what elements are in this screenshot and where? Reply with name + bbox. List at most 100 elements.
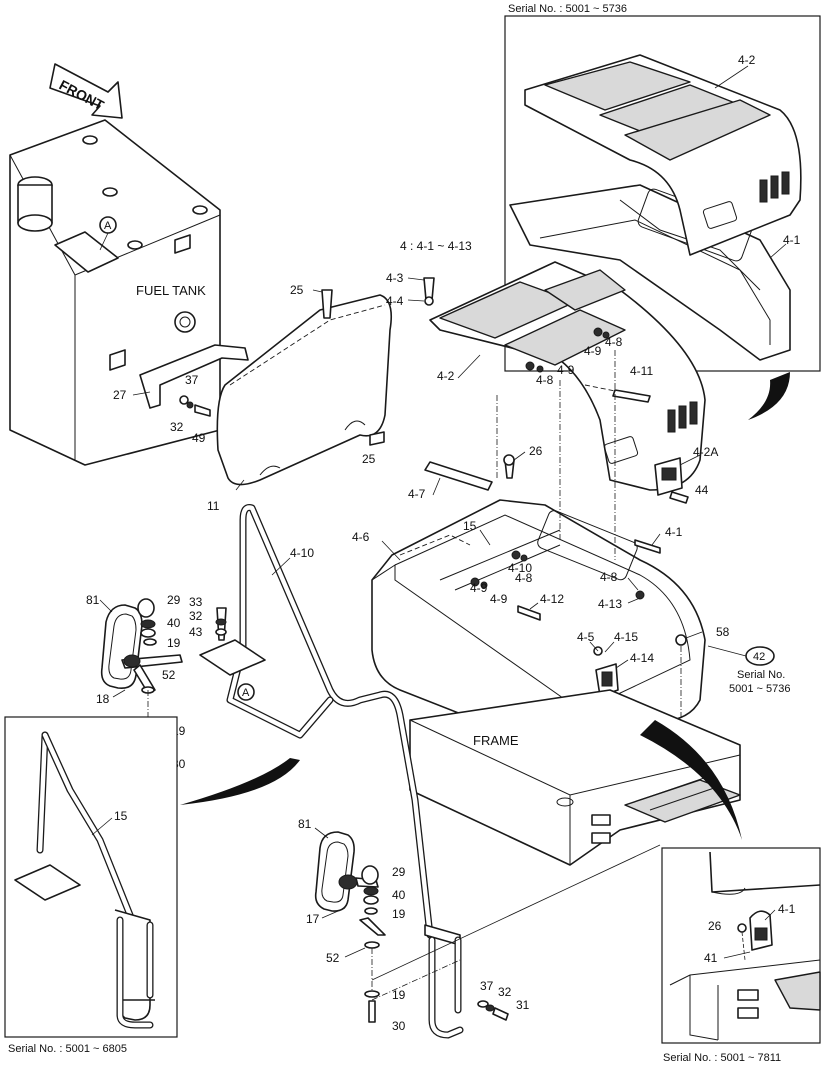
frame: FRAME — [409, 689, 741, 866]
label-33: 33 — [189, 595, 203, 609]
label-4-9a: 4-9 — [584, 344, 602, 358]
label-58: 58 — [716, 625, 730, 639]
serial-bottom-right: Serial No. : 5001 ~ 7811 — [663, 1052, 781, 1064]
main-cover-4-2: 4 : 4-1 ~ 4-13 4-3 4-4 4-9 4-8 4-2 4-9 4… — [386, 239, 706, 491]
label-4-8c: 4-10 — [508, 561, 532, 575]
label-31: 31 — [516, 998, 530, 1012]
label-32c: 32 — [498, 985, 512, 999]
ref-serial-line2: 5001 ~ 5736 — [729, 683, 790, 695]
label-19d: 19 — [392, 988, 406, 1002]
label-52b: 52 — [326, 951, 340, 965]
label-19a: 19 — [167, 636, 181, 650]
svg-text:A: A — [242, 687, 250, 699]
label-4-4: 4-4 — [386, 294, 404, 308]
cover-plate-2 — [504, 309, 626, 366]
label-4-12: 4-13 — [598, 597, 622, 611]
handrail-15-lower-end: 37 32 31 — [371, 844, 661, 1039]
washer-19d — [364, 990, 380, 998]
inset-plate-3 — [624, 99, 771, 161]
label-4-8d: 4-9 — [490, 592, 508, 606]
gas-spring-4-7 — [424, 461, 493, 491]
front-arrow-shape — [49, 63, 123, 119]
serial-bottom-left: Serial No. : 5001 ~ 6805 — [8, 1043, 127, 1055]
strap-4-11 — [612, 389, 651, 403]
inset-bottom-right: 26 4-1 41 — [661, 847, 821, 1044]
ref-circle-a-bottom — [237, 683, 255, 701]
label-32b: 32 — [189, 609, 203, 623]
label-29b: 29 — [392, 865, 406, 879]
label-4-7: 4-7 — [408, 487, 426, 501]
bolt-44 — [669, 491, 689, 504]
inset-bottom-left: 15 Serial No. : 5001 ~ 6805 — [4, 716, 178, 1055]
label-81a: 81 — [86, 593, 100, 607]
cover-plate-3 — [544, 269, 626, 311]
label-26b: 26 — [708, 919, 722, 933]
arrow-swoosh-inset — [748, 372, 790, 420]
label-4-9c: 4-8 — [515, 571, 533, 585]
fuel-tank-plate — [54, 231, 119, 273]
bolt-25-bottom — [369, 431, 385, 446]
label-4-13: 4-8 — [600, 570, 618, 584]
svg-text:42: 42 — [753, 651, 765, 663]
arrow-swoosh-left — [180, 758, 300, 805]
stopper-4-10a — [634, 539, 661, 554]
label-30b: 30 — [392, 1019, 406, 1033]
label-4-10a: 4-1 — [665, 525, 683, 539]
label-40a: 40 — [167, 616, 181, 630]
label-44: 44 — [695, 483, 709, 497]
bolt-31 — [492, 1007, 509, 1021]
label-4-15: 4-15 — [614, 630, 638, 644]
label-40b: 40 — [392, 888, 406, 902]
label-41: 41 — [704, 951, 718, 965]
fuel-tank: A FUEL TANK — [9, 119, 221, 466]
label-49: 49 — [192, 431, 206, 445]
label-26a: 26 — [529, 444, 543, 458]
label-11: 11 — [207, 499, 220, 513]
label-18: 18 — [96, 692, 110, 706]
arrow-swoosh-frame — [640, 720, 742, 840]
label-4-6: 15 — [463, 519, 477, 533]
side-cover-11-body — [216, 294, 393, 486]
side-cover-11: 25 25 11 — [207, 283, 393, 513]
label-4-1-inset: 4-1 — [783, 233, 801, 247]
label-fuel-tank: FUEL TANK — [136, 283, 206, 298]
base-4-1: 4-6 15 4-10 4-8 4-9 4-9 4-1 4-12 4-8 4-1… — [352, 499, 730, 749]
label-81b: 81 — [298, 817, 312, 831]
label-4-2A: 4-2A — [693, 445, 718, 459]
label-19c: 19 — [392, 907, 406, 921]
label-32a: 32 — [170, 420, 184, 434]
label-4-3: 4-3 — [386, 271, 404, 285]
label-4-2: 4-2 — [437, 369, 455, 383]
inset-plate-1 — [544, 61, 691, 111]
label-27: 27 — [113, 388, 127, 402]
label-15a: 4-10 — [290, 546, 314, 560]
inset-bl-base — [14, 864, 81, 901]
label-29a: 29 — [167, 593, 181, 607]
label-4-8b: 4-8 — [536, 373, 554, 387]
bolt-30b — [368, 1000, 376, 1023]
label-4-5: 4-5 — [577, 630, 595, 644]
ref-serial-line1: Serial No. — [737, 669, 785, 681]
label-25b: 25 — [362, 452, 376, 466]
inset-top-right: Serial No. : 5001 ~ 5736 4-2 4-1 — [504, 3, 821, 372]
label-4-9b: 4-9 — [557, 363, 575, 377]
label-4-14: 4-14 — [630, 651, 654, 665]
label-15b: 15 — [114, 809, 128, 823]
label-43: 43 — [189, 625, 203, 639]
bolt-25-top — [321, 289, 333, 319]
label-25a: 25 — [290, 283, 304, 297]
label-4-8a: 4-8 — [605, 335, 623, 349]
cap-29a — [137, 598, 155, 618]
label-assembly-note: 4 : 4-1 ~ 4-13 — [400, 239, 472, 253]
serial-top-right: Serial No. : 5001 ~ 5736 — [508, 3, 627, 15]
label-52a: 52 — [162, 668, 176, 682]
mirror-81b — [314, 831, 355, 912]
label-4-2-inset: 4-2 — [738, 53, 756, 67]
label-4-10b: 4-12 — [540, 592, 564, 606]
rail-base-plate — [199, 639, 266, 676]
svg-text:A: A — [104, 220, 112, 232]
label-4-9d: 4-9 — [470, 581, 488, 595]
mirror-arm-17 — [359, 917, 386, 936]
